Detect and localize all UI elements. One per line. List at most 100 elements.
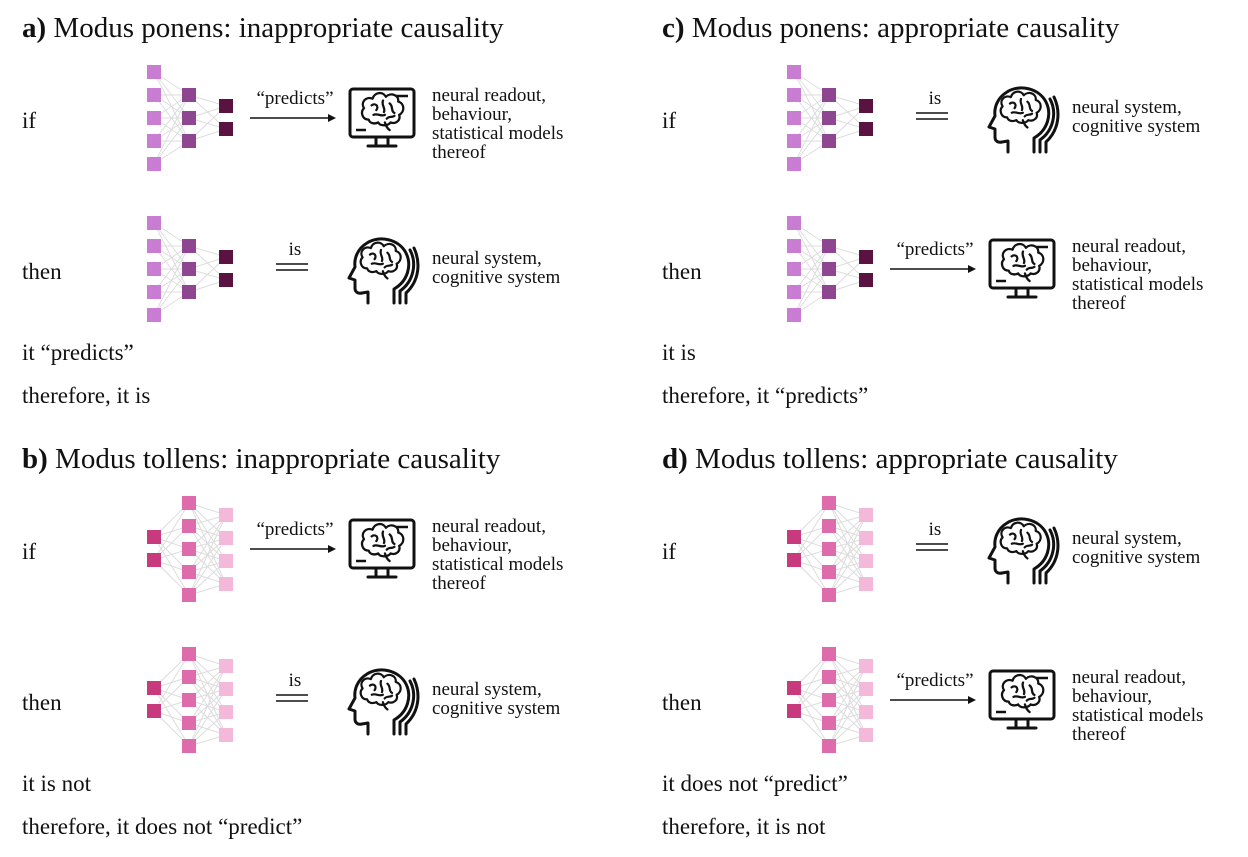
description-line: behaviour, xyxy=(432,535,512,556)
equals-icon xyxy=(276,694,308,702)
target-description: neural readout,behaviour,statistical mod… xyxy=(432,86,563,162)
relation-label: is xyxy=(288,239,302,260)
panel-title: c) Modus ponens: appropriate causality xyxy=(662,12,1119,45)
conclusion-line: it is not xyxy=(22,771,92,796)
conclusion-line: therefore, it is xyxy=(22,383,151,408)
head-brain-icon xyxy=(347,237,420,305)
panel-a: a) Modus ponens: inappropriate causality… xyxy=(0,0,620,426)
description-line: thereof xyxy=(432,142,486,163)
network-node xyxy=(859,705,873,719)
network-node xyxy=(787,553,801,567)
relation-label: “predicts” xyxy=(256,519,334,540)
network-node xyxy=(182,670,196,684)
hidden-layer xyxy=(182,88,196,148)
hidden-layer xyxy=(822,496,836,602)
predicts-relation: “predicts” xyxy=(250,509,340,569)
hidden-layer xyxy=(822,88,836,148)
equals-icon xyxy=(276,263,308,271)
input-layer xyxy=(787,65,801,171)
arrow-icon xyxy=(250,114,336,122)
hidden-layer xyxy=(182,496,196,602)
network-node xyxy=(822,565,836,579)
relation-label: “predicts” xyxy=(256,88,334,109)
network-node xyxy=(182,647,196,661)
computer-brain-icon xyxy=(348,518,416,579)
network-node xyxy=(787,134,801,148)
network-node xyxy=(182,285,196,299)
output-layer xyxy=(219,659,233,742)
relation-label: is xyxy=(928,88,942,109)
panel-title-text: Modus ponens: appropriate causality xyxy=(691,12,1120,44)
network-node xyxy=(859,508,873,522)
network-node xyxy=(182,588,196,602)
predicts-relation: “predicts” xyxy=(250,78,340,138)
description-line: behaviour, xyxy=(1072,255,1152,276)
network-node xyxy=(147,704,161,718)
neural-network-diagram xyxy=(147,496,233,602)
network-node xyxy=(822,496,836,510)
network-node xyxy=(859,577,873,591)
network-node xyxy=(147,681,161,695)
network-node xyxy=(147,262,161,276)
network-node xyxy=(859,682,873,696)
network-node xyxy=(822,693,836,707)
network-node xyxy=(147,65,161,79)
hidden-layer xyxy=(822,239,836,299)
panel-c: c) Modus ponens: appropriate causality if… xyxy=(640,0,1248,426)
is-relation: is xyxy=(250,660,340,720)
network-node xyxy=(182,739,196,753)
network-node xyxy=(822,88,836,102)
network-node xyxy=(147,530,161,544)
description-line: neural system, xyxy=(1072,528,1182,549)
panel-title-text: Modus tollens: appropriate causality xyxy=(695,443,1118,475)
neural-network-diagram xyxy=(787,216,873,322)
input-layer xyxy=(147,216,161,322)
computer-brain-icon xyxy=(348,87,416,148)
conclusion-line: it is xyxy=(662,340,696,365)
network-node xyxy=(147,308,161,322)
network-node xyxy=(822,739,836,753)
target-description: neural system,cognitive system xyxy=(1072,529,1200,567)
network-node xyxy=(182,88,196,102)
input-layer xyxy=(147,65,161,171)
network-node xyxy=(859,531,873,545)
network-node xyxy=(182,716,196,730)
network-node xyxy=(219,728,233,742)
panel-letter: c) xyxy=(662,12,685,44)
row-label-if: if xyxy=(22,539,37,564)
description-line: statistical models xyxy=(432,554,564,575)
panel-letter: b) xyxy=(22,443,48,475)
input-layer xyxy=(787,530,801,567)
relation-label: is xyxy=(288,670,302,691)
conclusion-line: it does not “predict” xyxy=(662,771,848,796)
is-relation: is xyxy=(250,229,340,289)
row-label-if: if xyxy=(662,108,677,133)
network-node xyxy=(859,273,873,287)
panel-letter: d) xyxy=(662,443,688,475)
panel-b: b) Modus tollens: inappropriate causalit… xyxy=(0,431,620,857)
target-description: neural system,cognitive system xyxy=(432,249,560,287)
network-node xyxy=(787,111,801,125)
network-node xyxy=(147,88,161,102)
network-node xyxy=(147,111,161,125)
network-node xyxy=(182,496,196,510)
network-node xyxy=(787,157,801,171)
output-layer xyxy=(219,99,233,136)
arrow-icon xyxy=(890,696,976,704)
network-node xyxy=(859,554,873,568)
network-node xyxy=(147,239,161,253)
neural-network-diagram xyxy=(787,65,873,171)
neural-network-diagram xyxy=(787,496,873,602)
panel-title: d) Modus tollens: appropriate causality xyxy=(662,443,1118,476)
description-line: statistical models xyxy=(432,123,564,144)
arrow-icon xyxy=(250,545,336,553)
output-layer xyxy=(859,508,873,591)
output-layer xyxy=(219,508,233,591)
conclusion-line: therefore, it is not xyxy=(662,814,826,839)
network-node xyxy=(859,728,873,742)
description-line: cognitive system xyxy=(1072,116,1201,137)
predicts-relation: “predicts” xyxy=(890,229,980,289)
description-line: neural readout, xyxy=(432,85,546,106)
neural-network-diagram xyxy=(147,647,233,753)
network-node xyxy=(219,705,233,719)
